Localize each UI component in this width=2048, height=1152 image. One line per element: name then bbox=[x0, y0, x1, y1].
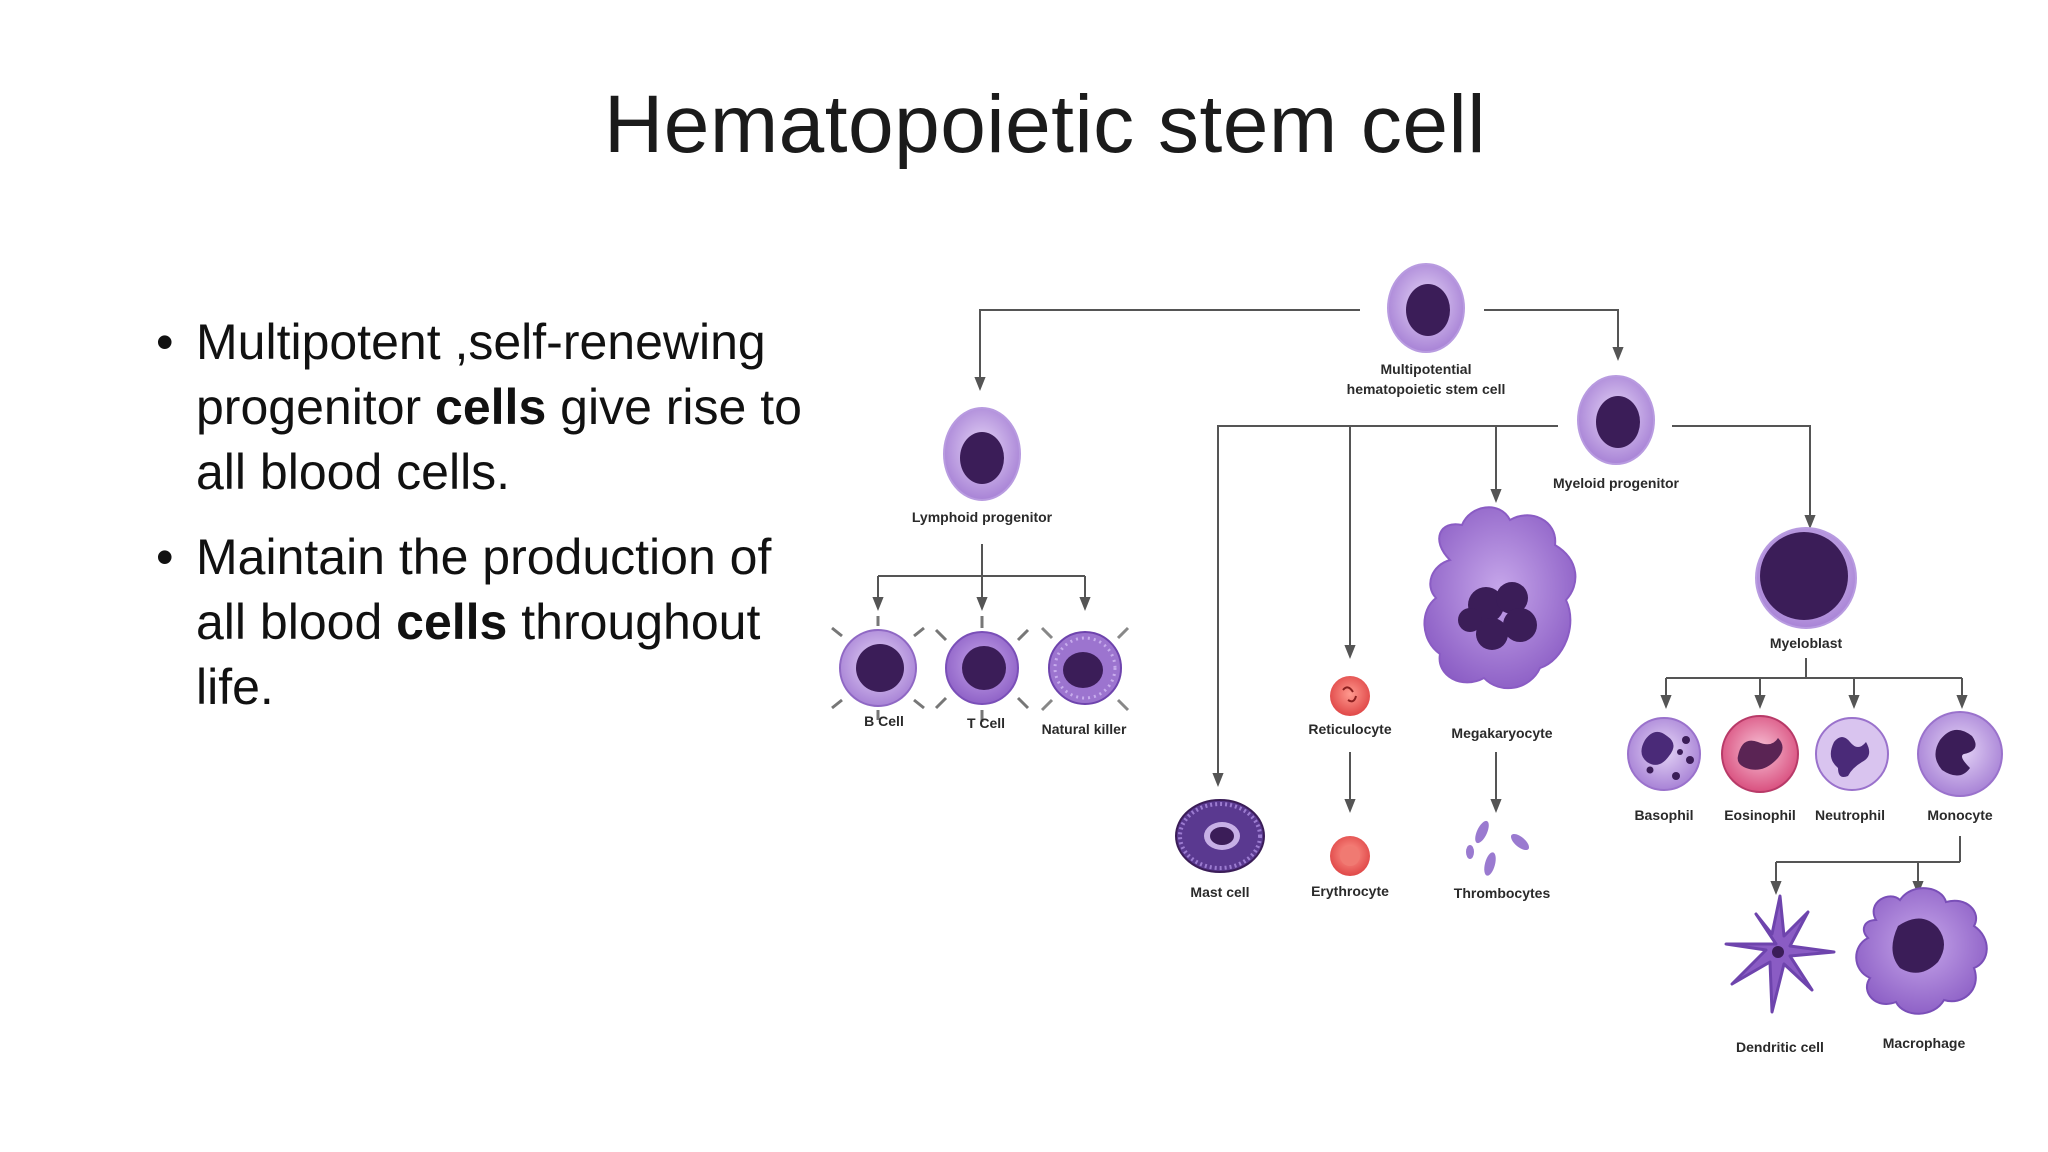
label-reticulocyte: Reticulocyte bbox=[1308, 721, 1391, 737]
erythrocyte-icon bbox=[1330, 836, 1370, 876]
neutrophil-icon bbox=[1815, 717, 1889, 791]
label-myeloid: Myeloid progenitor bbox=[1553, 475, 1680, 491]
megakaryocyte-icon bbox=[1423, 506, 1577, 690]
eosinophil-icon bbox=[1721, 715, 1799, 793]
macrophage-icon bbox=[1855, 887, 1988, 1015]
bullet-text: Maintain the production of all blood bbox=[196, 529, 772, 650]
bullet-text: Multipotent ,self-renewing progenitor bbox=[196, 314, 766, 435]
label-myeloblast: Myeloblast bbox=[1770, 635, 1843, 651]
thrombocytes-icon bbox=[1466, 820, 1530, 876]
label-thrombocytes: Thrombocytes bbox=[1454, 885, 1551, 901]
lymphoid-progenitor-icon bbox=[943, 407, 1021, 501]
arrow-stem-to-myeloid bbox=[1484, 309, 1624, 361]
bullet-bold-text: cells bbox=[396, 594, 508, 650]
label-monocyte: Monocyte bbox=[1927, 807, 1993, 823]
label-eosinophil: Eosinophil bbox=[1724, 807, 1796, 823]
label-lymphoid: Lymphoid progenitor bbox=[912, 509, 1053, 525]
connectors bbox=[872, 309, 1968, 895]
label-macrophage: Macrophage bbox=[1883, 1035, 1966, 1051]
myeloblast-icon bbox=[1755, 527, 1857, 629]
bullet-dot: • bbox=[156, 529, 174, 585]
monocyte-icon bbox=[1917, 711, 2003, 797]
bullet-text: throughout life. bbox=[196, 594, 761, 715]
label-megakaryocyte: Megakaryocyte bbox=[1451, 725, 1552, 741]
b-cell-icon bbox=[831, 616, 925, 720]
natural-killer-icon bbox=[1040, 626, 1130, 712]
stem-cell-icon bbox=[1387, 263, 1465, 353]
basophil-icon bbox=[1627, 717, 1701, 791]
label-erythrocyte: Erythrocyte bbox=[1311, 883, 1389, 899]
bullet-item: • Maintain the production of all blood ce… bbox=[150, 525, 810, 720]
label-stem-line2: hematopoietic stem cell bbox=[1347, 381, 1506, 397]
dendritic-cell-icon bbox=[1724, 894, 1836, 1014]
bullet-list: • Multipotent ,self-renewing progenitor c… bbox=[150, 310, 810, 740]
label-nk: Natural killer bbox=[1042, 721, 1127, 737]
label-dendritic: Dendritic cell bbox=[1736, 1039, 1824, 1055]
arrow-myeloid-bar bbox=[1212, 425, 1558, 787]
label-neutrophil: Neutrophil bbox=[1815, 807, 1885, 823]
bullet-bold-text: cells bbox=[435, 379, 547, 435]
bullet-text: give rise to all blood cells. bbox=[196, 379, 802, 500]
t-cell-icon bbox=[934, 616, 1030, 722]
label-basophil: Basophil bbox=[1634, 807, 1693, 823]
label-stem-line1: Multipotential bbox=[1381, 361, 1472, 377]
cell-labels: Multipotential hematopoietic stem cell L… bbox=[864, 361, 1993, 1055]
label-tcell: T Cell bbox=[967, 715, 1005, 731]
bullet-item: • Multipotent ,self-renewing progenitor c… bbox=[150, 310, 810, 505]
arrow-stem-to-lymphoid bbox=[974, 309, 1360, 391]
bullet-dot: • bbox=[156, 314, 174, 370]
arrow-to-myeloblast bbox=[1672, 425, 1816, 529]
reticulocyte-icon bbox=[1330, 676, 1370, 716]
myeloid-progenitor-icon bbox=[1577, 375, 1655, 465]
mast-cell-icon bbox=[1175, 799, 1265, 873]
slide-title: Hematopoietic stem cell bbox=[604, 79, 1486, 170]
label-bcell: B Cell bbox=[864, 713, 904, 729]
label-mast: Mast cell bbox=[1190, 884, 1249, 900]
